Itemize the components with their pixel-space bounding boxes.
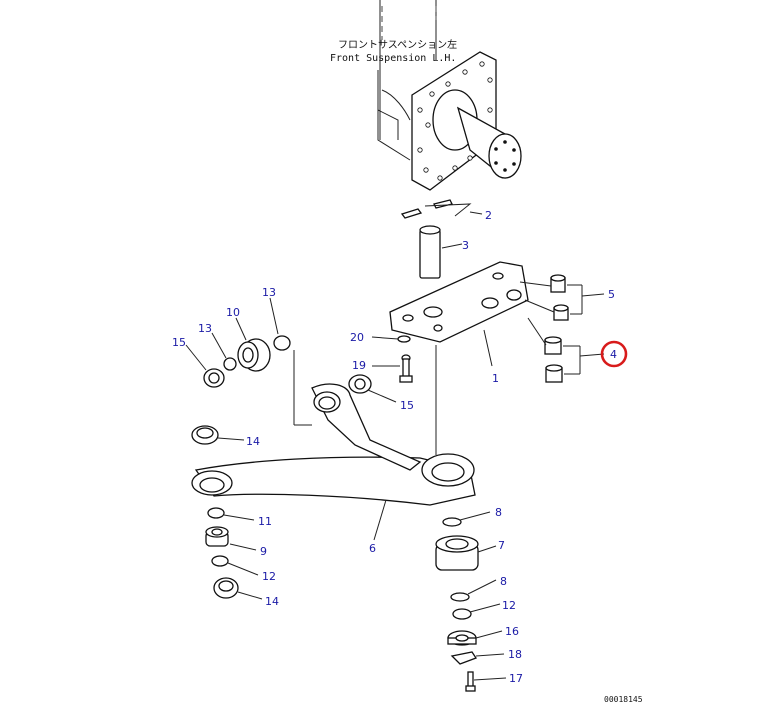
label-part-12b[interactable]: 12 <box>262 570 276 583</box>
frame-column <box>377 0 437 161</box>
part-7-bearing <box>435 535 497 571</box>
part-17-bolt <box>465 671 507 692</box>
label-part-15a[interactable]: 15 <box>172 336 186 349</box>
label-part-20[interactable]: 20 <box>350 331 364 344</box>
part-5-bushings <box>519 274 605 321</box>
part-11-bearing <box>235 317 271 372</box>
part-labels: 2 3 1 5 4 20 19 15 13 10 13 15 14 11 9 1… <box>172 209 617 685</box>
part-8-shims <box>442 511 497 602</box>
part-15-seals <box>185 344 397 403</box>
label-part-6[interactable]: 6 <box>369 542 376 555</box>
part-6-a-arm <box>191 383 476 541</box>
highlight-ring <box>600 340 628 368</box>
label-part-14a[interactable]: 14 <box>246 435 260 448</box>
part-3-pin <box>419 225 463 279</box>
label-part-14b[interactable]: 14 <box>265 595 279 608</box>
label-part-12a[interactable]: 11 <box>258 515 272 528</box>
title-block: フロントサスペンション左 Front Suspension L.H. <box>330 38 457 64</box>
label-part-5[interactable]: 5 <box>608 288 615 301</box>
part-4-bushings <box>527 317 605 383</box>
part-12-shims <box>207 507 259 576</box>
label-part-8a[interactable]: 8 <box>495 506 502 519</box>
part-9-ring <box>452 603 501 620</box>
part-16-cap <box>447 630 503 646</box>
label-part-13b[interactable]: 13 <box>198 322 212 335</box>
label-part-18[interactable]: 18 <box>508 648 522 661</box>
title-jp: フロントサスペンション左 <box>338 38 457 51</box>
mounting-flange <box>411 51 522 191</box>
part-1-bracket <box>389 261 529 367</box>
part-14-seals <box>191 425 263 600</box>
label-part-2[interactable]: 2 <box>485 209 492 222</box>
label-part-4[interactable]: 4 <box>610 348 617 361</box>
part-19-bolt <box>372 354 413 383</box>
part-2-lock-plates <box>400 199 483 219</box>
part-18-lock <box>450 651 505 665</box>
label-part-17[interactable]: 17 <box>509 672 523 685</box>
label-part-10[interactable]: 9 <box>260 545 267 558</box>
alignment-lines <box>293 345 437 455</box>
label-part-15b[interactable]: 15 <box>400 399 414 412</box>
label-part-1[interactable]: 1 <box>492 372 499 385</box>
part-13-shims <box>211 297 291 371</box>
diagram-code: 00018145 <box>604 695 643 704</box>
label-part-9[interactable]: 12 <box>502 599 516 612</box>
label-part-16[interactable]: 16 <box>505 625 519 638</box>
label-part-3[interactable]: 3 <box>462 239 469 252</box>
label-part-8b[interactable]: 8 <box>500 575 507 588</box>
part-10-bearing <box>205 526 257 551</box>
label-part-7[interactable]: 7 <box>498 539 505 552</box>
label-part-19[interactable]: 19 <box>352 359 366 372</box>
label-part-11[interactable]: 10 <box>226 306 240 319</box>
part-20-washer <box>371 335 411 343</box>
label-part-13a[interactable]: 13 <box>262 286 276 299</box>
title-en: Front Suspension L.H. <box>330 53 456 64</box>
